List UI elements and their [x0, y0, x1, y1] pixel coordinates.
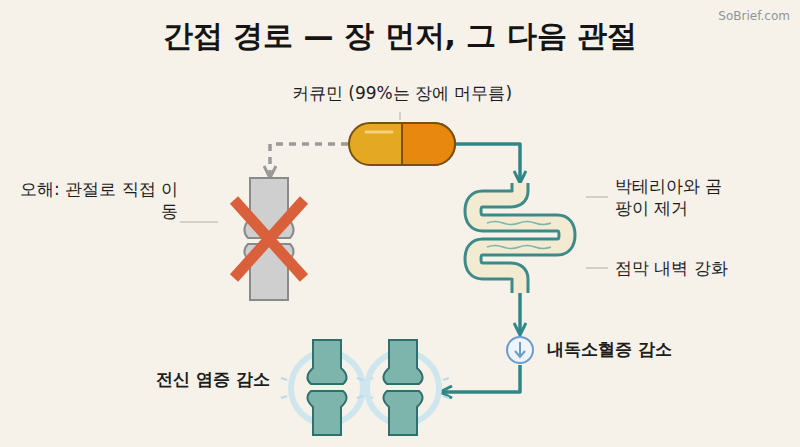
node-text: 내독소혈증 감소	[547, 338, 672, 360]
flow-arrow	[518, 293, 522, 335]
down-arrow	[515, 342, 525, 357]
node-illustration	[228, 178, 310, 300]
upper-bone	[307, 340, 346, 384]
leader-line	[586, 267, 608, 269]
node-illustration	[505, 335, 535, 365]
diagram-title: 간접 경로 — 장 먼저, 그 다음 관절	[0, 16, 800, 57]
knee-icon	[357, 340, 449, 435]
node-text: 전신 염증 감소	[94, 368, 270, 390]
reduce-circle	[507, 337, 533, 363]
flow-arrow	[456, 144, 520, 183]
node-text: 박테리아와 곰팡이 제거	[615, 175, 733, 219]
node-illustration	[290, 340, 440, 435]
upper-bone	[383, 340, 422, 384]
dashed-arrow	[270, 144, 348, 178]
leader-line	[586, 196, 608, 198]
intestine-wall	[473, 183, 567, 293]
lower-bone	[307, 391, 346, 435]
cross-mark	[234, 200, 304, 278]
capsule-node: 커큐민 (99%는 장에 머무름)	[348, 122, 456, 166]
lower-bone	[383, 391, 422, 435]
joint-node: 오해: 관절로 직접 이동	[228, 178, 310, 300]
node-illustration	[465, 183, 575, 293]
node-text: 오해: 관절로 직접 이동	[10, 178, 178, 222]
node-text: 커큐민 (99%는 장에 머무름)	[272, 82, 532, 104]
node-illustration	[348, 122, 456, 166]
upper-bone	[244, 178, 293, 238]
effect-node: 내독소혈증 감소	[505, 335, 535, 365]
intestine-lumen	[473, 183, 567, 293]
leader-line	[180, 221, 218, 223]
watermark: SoBrief.com	[718, 9, 790, 23]
gut-node: 박테리아와 곰팡이 제거점막 내벽 강화	[465, 183, 575, 293]
joints-node: 전신 염증 감소	[290, 340, 440, 435]
node-text: 점막 내벽 강화	[615, 257, 728, 279]
capsule-shine	[366, 131, 392, 134]
capsule-left	[349, 123, 455, 165]
flow-arrow	[440, 365, 520, 392]
knee-icon	[281, 340, 373, 435]
mucosa-line	[487, 222, 551, 249]
leader-line	[399, 112, 401, 120]
capsule-right	[402, 123, 455, 165]
